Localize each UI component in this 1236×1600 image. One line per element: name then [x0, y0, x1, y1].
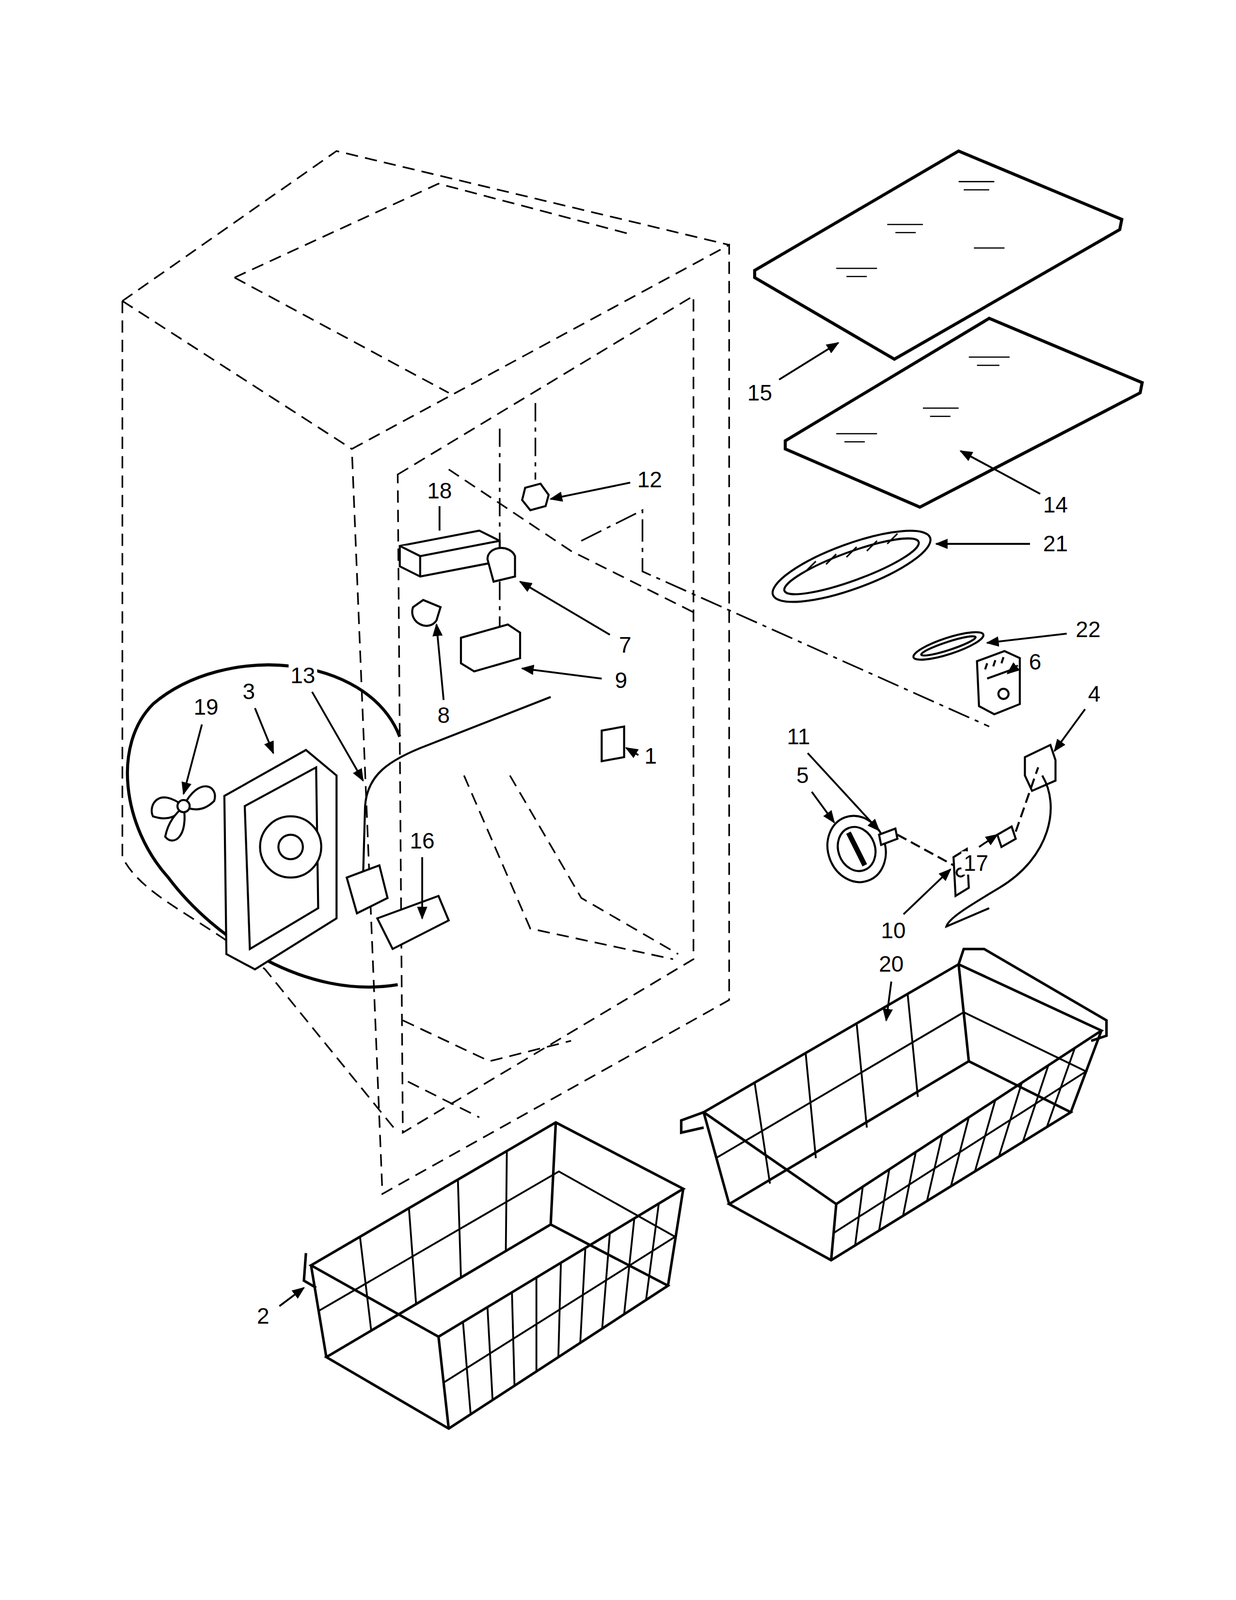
callout-number: 6 [1027, 649, 1044, 674]
callout-number: 22 [1073, 617, 1103, 641]
callout-number: 20 [876, 951, 906, 976]
callout-number: 10 [878, 918, 908, 942]
callout-number: 17 [961, 851, 991, 875]
leader-arrow [183, 342, 1086, 1306]
callout-number: 9 [613, 668, 630, 692]
control-parts [818, 650, 1056, 927]
cabinet-outline [122, 150, 729, 1194]
wire-basket [681, 948, 1107, 1260]
glass-shelf [754, 150, 1143, 508]
callout-number: 16 [407, 828, 437, 853]
callout-number: 14 [1041, 492, 1070, 517]
callout-number: 15 [745, 380, 775, 405]
callout-number: 11 [785, 724, 813, 748]
shelf-reflection [836, 181, 1010, 443]
assembly-line [581, 509, 990, 727]
callout-number: 19 [191, 695, 221, 719]
leader-line [438, 506, 441, 531]
callout-number: 8 [435, 703, 452, 727]
callout-number: 21 [1041, 531, 1070, 555]
callout-number: 3 [240, 679, 258, 703]
callout-number: 18 [425, 478, 454, 503]
callout-number: 2 [254, 1303, 272, 1328]
light-parts [399, 483, 625, 761]
callout-number: 5 [794, 763, 811, 787]
callout-number: 4 [1086, 681, 1103, 706]
wire-basket [303, 1122, 684, 1428]
callout-number: 7 [617, 633, 634, 657]
assembly-line [499, 402, 536, 653]
fan-assembly [151, 696, 551, 969]
callout-number: 1 [642, 744, 660, 768]
callout-number: 13 [288, 663, 317, 687]
cutaway-outline [127, 664, 400, 987]
vent-grille [765, 516, 986, 666]
callout-number: 12 [635, 467, 665, 492]
